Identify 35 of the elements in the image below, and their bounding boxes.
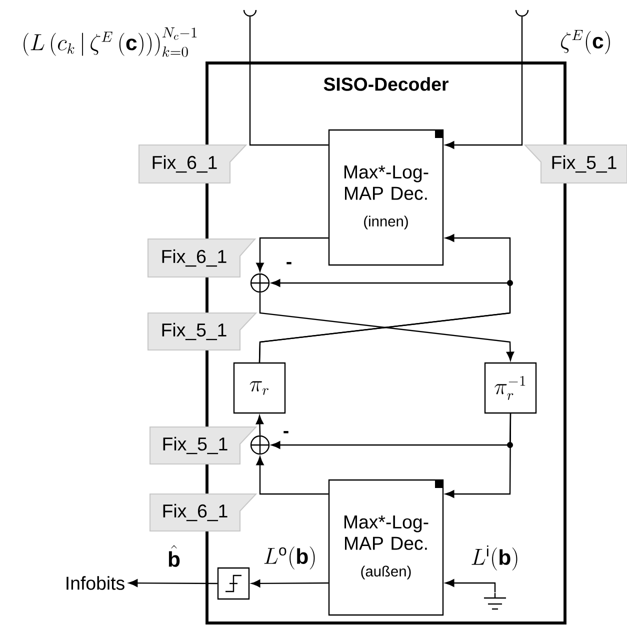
decoder-block: Max*-Log- MAP Dec. (außen) xyxy=(328,479,444,616)
fixed-point-tag: Fix_5_1 xyxy=(149,426,258,465)
arrow xyxy=(251,580,328,588)
arrow xyxy=(256,237,328,272)
arrow xyxy=(256,456,328,495)
edge-label: $L^{\mathrm{i}}(\mathbf{b})$ xyxy=(469,544,521,572)
connector-line xyxy=(249,16,328,146)
fixed-point-tag: Fix_5_1 xyxy=(147,312,258,351)
arrow xyxy=(259,292,514,361)
terminal-symbol xyxy=(515,10,529,17)
terminal-symbol xyxy=(243,10,257,17)
frame-title: SISO-Decoder xyxy=(324,77,448,91)
edge-label: $L^{\mathrm{o}}(\mathbf{b})$ xyxy=(262,545,318,571)
decoder-block: Max*-Log- MAP Dec. (innen) xyxy=(328,129,444,266)
signal-formula: $\zeta^{E}(\mathbf{c})$ xyxy=(561,30,610,54)
output-label: Infobits xyxy=(66,576,124,590)
fixed-point-tag: Fix_6_1 xyxy=(138,144,248,184)
arrow xyxy=(128,579,218,587)
signal-formula: $\left(L\left(c_k\,\middle|\,\zeta^{E}\left(\mathbf{c}\right)\right)\right)_{k=0}^{N_c-1}$ xyxy=(24,27,197,57)
arrow xyxy=(445,16,523,149)
interleaver-box: $\pi_r^{-1}$ xyxy=(484,362,537,414)
ground-symbol xyxy=(484,593,506,610)
edge-label: - xyxy=(284,260,294,270)
edge-label: $\hat{\mathbf{b}}$ xyxy=(166,544,182,568)
edge-label: - xyxy=(282,430,290,438)
arrow xyxy=(256,415,264,436)
adder-circle xyxy=(250,273,270,293)
fixed-point-tag: Fix_6_1 xyxy=(149,493,258,532)
hard-decision-box xyxy=(217,567,250,600)
adder-circle xyxy=(250,435,270,455)
interleaver-box: $\pi_r$ xyxy=(233,362,286,414)
arrow xyxy=(445,579,496,592)
arrow xyxy=(445,414,512,498)
fixed-point-tag: Fix_6_1 xyxy=(147,238,256,278)
arrow xyxy=(258,279,511,362)
